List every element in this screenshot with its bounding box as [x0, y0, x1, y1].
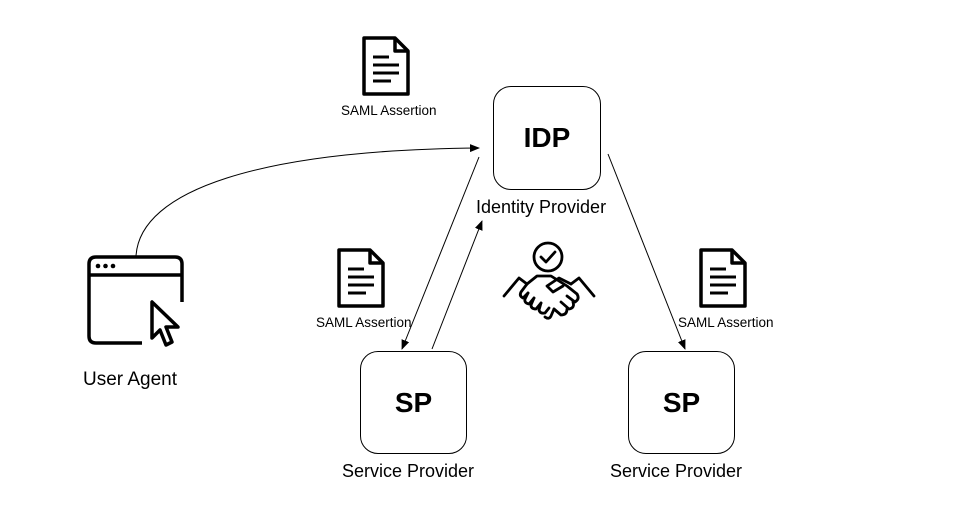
document-icon: [362, 36, 410, 96]
idp-node: IDP: [493, 86, 601, 190]
arrow-sp-left-to-idp: [431, 220, 483, 350]
arrow-idp-to-sp-right: [607, 153, 686, 350]
document-icon: [337, 248, 385, 308]
document-icon: [699, 248, 747, 308]
sp-right-node: SP: [628, 351, 735, 454]
sp-left-label: SP: [394, 386, 433, 418]
sp-right-caption: Service Provider: [610, 461, 743, 481]
arrow-useragent-to-idp: [135, 144, 480, 257]
handshake-check-icon: [502, 241, 596, 320]
saml-assertion-label-3: SAML Assertion: [678, 315, 774, 330]
idp-caption: Identity Provider: [476, 197, 607, 217]
sp-left-caption: Service Provider: [342, 461, 475, 481]
saml-assertion-label-2: SAML Assertion: [316, 315, 412, 330]
user-agent-caption: User Agent: [83, 369, 177, 390]
sp-right-label: SP: [662, 386, 701, 418]
saml-assertion-label-1: SAML Assertion: [341, 103, 437, 118]
arrow-idp-to-sp-left: [401, 156, 480, 350]
browser-cursor-icon: [87, 255, 184, 347]
sp-left-node: SP: [360, 351, 467, 454]
idp-label: IDP: [523, 122, 571, 153]
